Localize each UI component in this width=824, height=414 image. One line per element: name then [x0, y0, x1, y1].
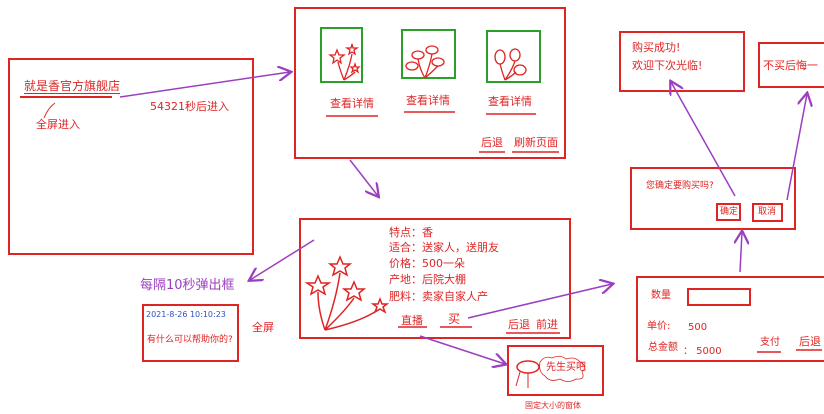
regret-text: 不买后悔一	[763, 59, 818, 72]
arrow-live-to-window	[419, 335, 505, 364]
detail-forward-button[interactable]: 前进	[536, 318, 558, 331]
unit-price-label: 单价:	[647, 321, 671, 332]
detail-link-1[interactable]: 查看详情	[330, 97, 374, 110]
regret-screen	[758, 42, 824, 88]
order-back-button[interactable]: 后退	[799, 335, 821, 348]
confirm-ok-button[interactable]	[716, 203, 741, 221]
buy-button[interactable]: 买	[448, 312, 461, 326]
arrow-list-to-detail	[349, 159, 378, 196]
popup-message: 有什么可以帮助你的?	[147, 335, 233, 345]
confirm-cancel-label: 取消	[758, 207, 777, 217]
detail-back-button[interactable]: 后退	[508, 318, 530, 331]
refresh-button[interactable]: 刷新页面	[514, 136, 558, 149]
unit-price-value: 500	[688, 322, 708, 333]
product-list-screen	[294, 7, 566, 159]
product-thumb-1[interactable]	[320, 27, 363, 83]
popup-fullscreen-note: 全屏	[252, 321, 274, 334]
detail-line-suitable: 适合：送家人，送朋友	[389, 241, 499, 254]
list-back-button[interactable]: 后退	[481, 136, 503, 149]
qty-input[interactable]	[687, 288, 751, 306]
fullscreen-note: 全屏进入	[36, 118, 80, 131]
qty-label: 数量	[651, 290, 671, 301]
live-window	[507, 345, 604, 396]
live-button[interactable]: 直播	[401, 314, 423, 327]
pay-button[interactable]: 支付	[760, 337, 780, 348]
detail-line-feature: 特点：香	[389, 226, 433, 239]
popup-interval-label: 每隔10秒弹出框	[140, 278, 235, 293]
live-window-caption: 固定大小的窗体	[525, 401, 581, 410]
detail-line-fertilizer: 肥料：卖家自家人产	[389, 290, 488, 303]
detail-link-3[interactable]: 查看详情	[488, 95, 532, 108]
countdown-text: 54321秒后进入	[150, 100, 229, 113]
confirm-question: 您确定要购买吗?	[646, 181, 714, 191]
confirm-ok-label: 确定	[720, 207, 739, 217]
live-bubble-text: 先生买吧	[546, 362, 586, 373]
order-form-screen	[636, 276, 824, 362]
success-line-2: 欢迎下次光临!	[632, 59, 703, 72]
help-popup[interactable]	[142, 304, 239, 362]
success-line-1: 购买成功!	[632, 41, 681, 54]
detail-line-origin: 产地：后院大棚	[389, 273, 466, 286]
store-entry-screen	[8, 58, 254, 255]
detail-line-price: 价格：500一朵	[389, 257, 465, 270]
arrow-order-to-confirm	[740, 232, 742, 273]
product-thumb-2[interactable]	[401, 29, 456, 79]
confirm-cancel-button[interactable]	[752, 203, 783, 222]
product-thumb-3[interactable]	[486, 30, 541, 83]
detail-link-2[interactable]: 查看详情	[406, 94, 450, 107]
popup-timestamp: 2021-8-26 10:10:23	[146, 310, 226, 319]
store-title[interactable]: 就是香官方旗舰店	[24, 79, 121, 93]
total-label: 总金额	[648, 342, 678, 353]
total-value: ： 5000	[683, 346, 722, 357]
